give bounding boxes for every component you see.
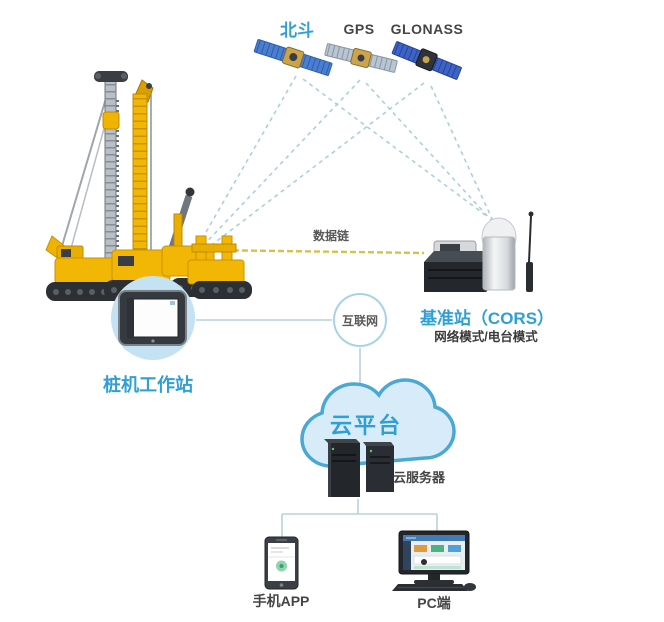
beidou-satellite-icon [253, 39, 333, 76]
pc-label: PC端 [417, 595, 451, 611]
gps-satellite-icon [324, 43, 398, 73]
piling-rigs-icon [45, 71, 252, 301]
glonass-label: GLONASS [390, 21, 464, 37]
base-station-icon [424, 211, 534, 292]
datalink-label: 数据链 [312, 229, 350, 243]
pc-icon [392, 530, 476, 591]
gps-label: GPS [343, 21, 375, 37]
beidou-label: 北斗 [280, 21, 314, 40]
cloud-server-icon [324, 439, 394, 497]
workstation-label: 桩机工作站 [103, 375, 193, 395]
internet-node: 互联网 [333, 293, 387, 347]
phone-icon [264, 536, 299, 590]
cloud-server-label: 云服务器 [392, 470, 446, 485]
glonass-satellite-icon [391, 41, 462, 80]
base-station-label: 基准站（CORS） [419, 309, 555, 328]
cloud-platform-label: 云平台 [329, 413, 403, 438]
satellite-signal-lines [197, 75, 495, 251]
phone-label: 手机APP [252, 593, 310, 609]
connector-lines [196, 319, 438, 537]
workstation-tablet-icon [111, 276, 195, 360]
base-station-mode-label: 网络模式/电台模式 [434, 330, 538, 344]
datalink-line [205, 248, 425, 255]
internet-label: 互联网 [341, 313, 378, 328]
